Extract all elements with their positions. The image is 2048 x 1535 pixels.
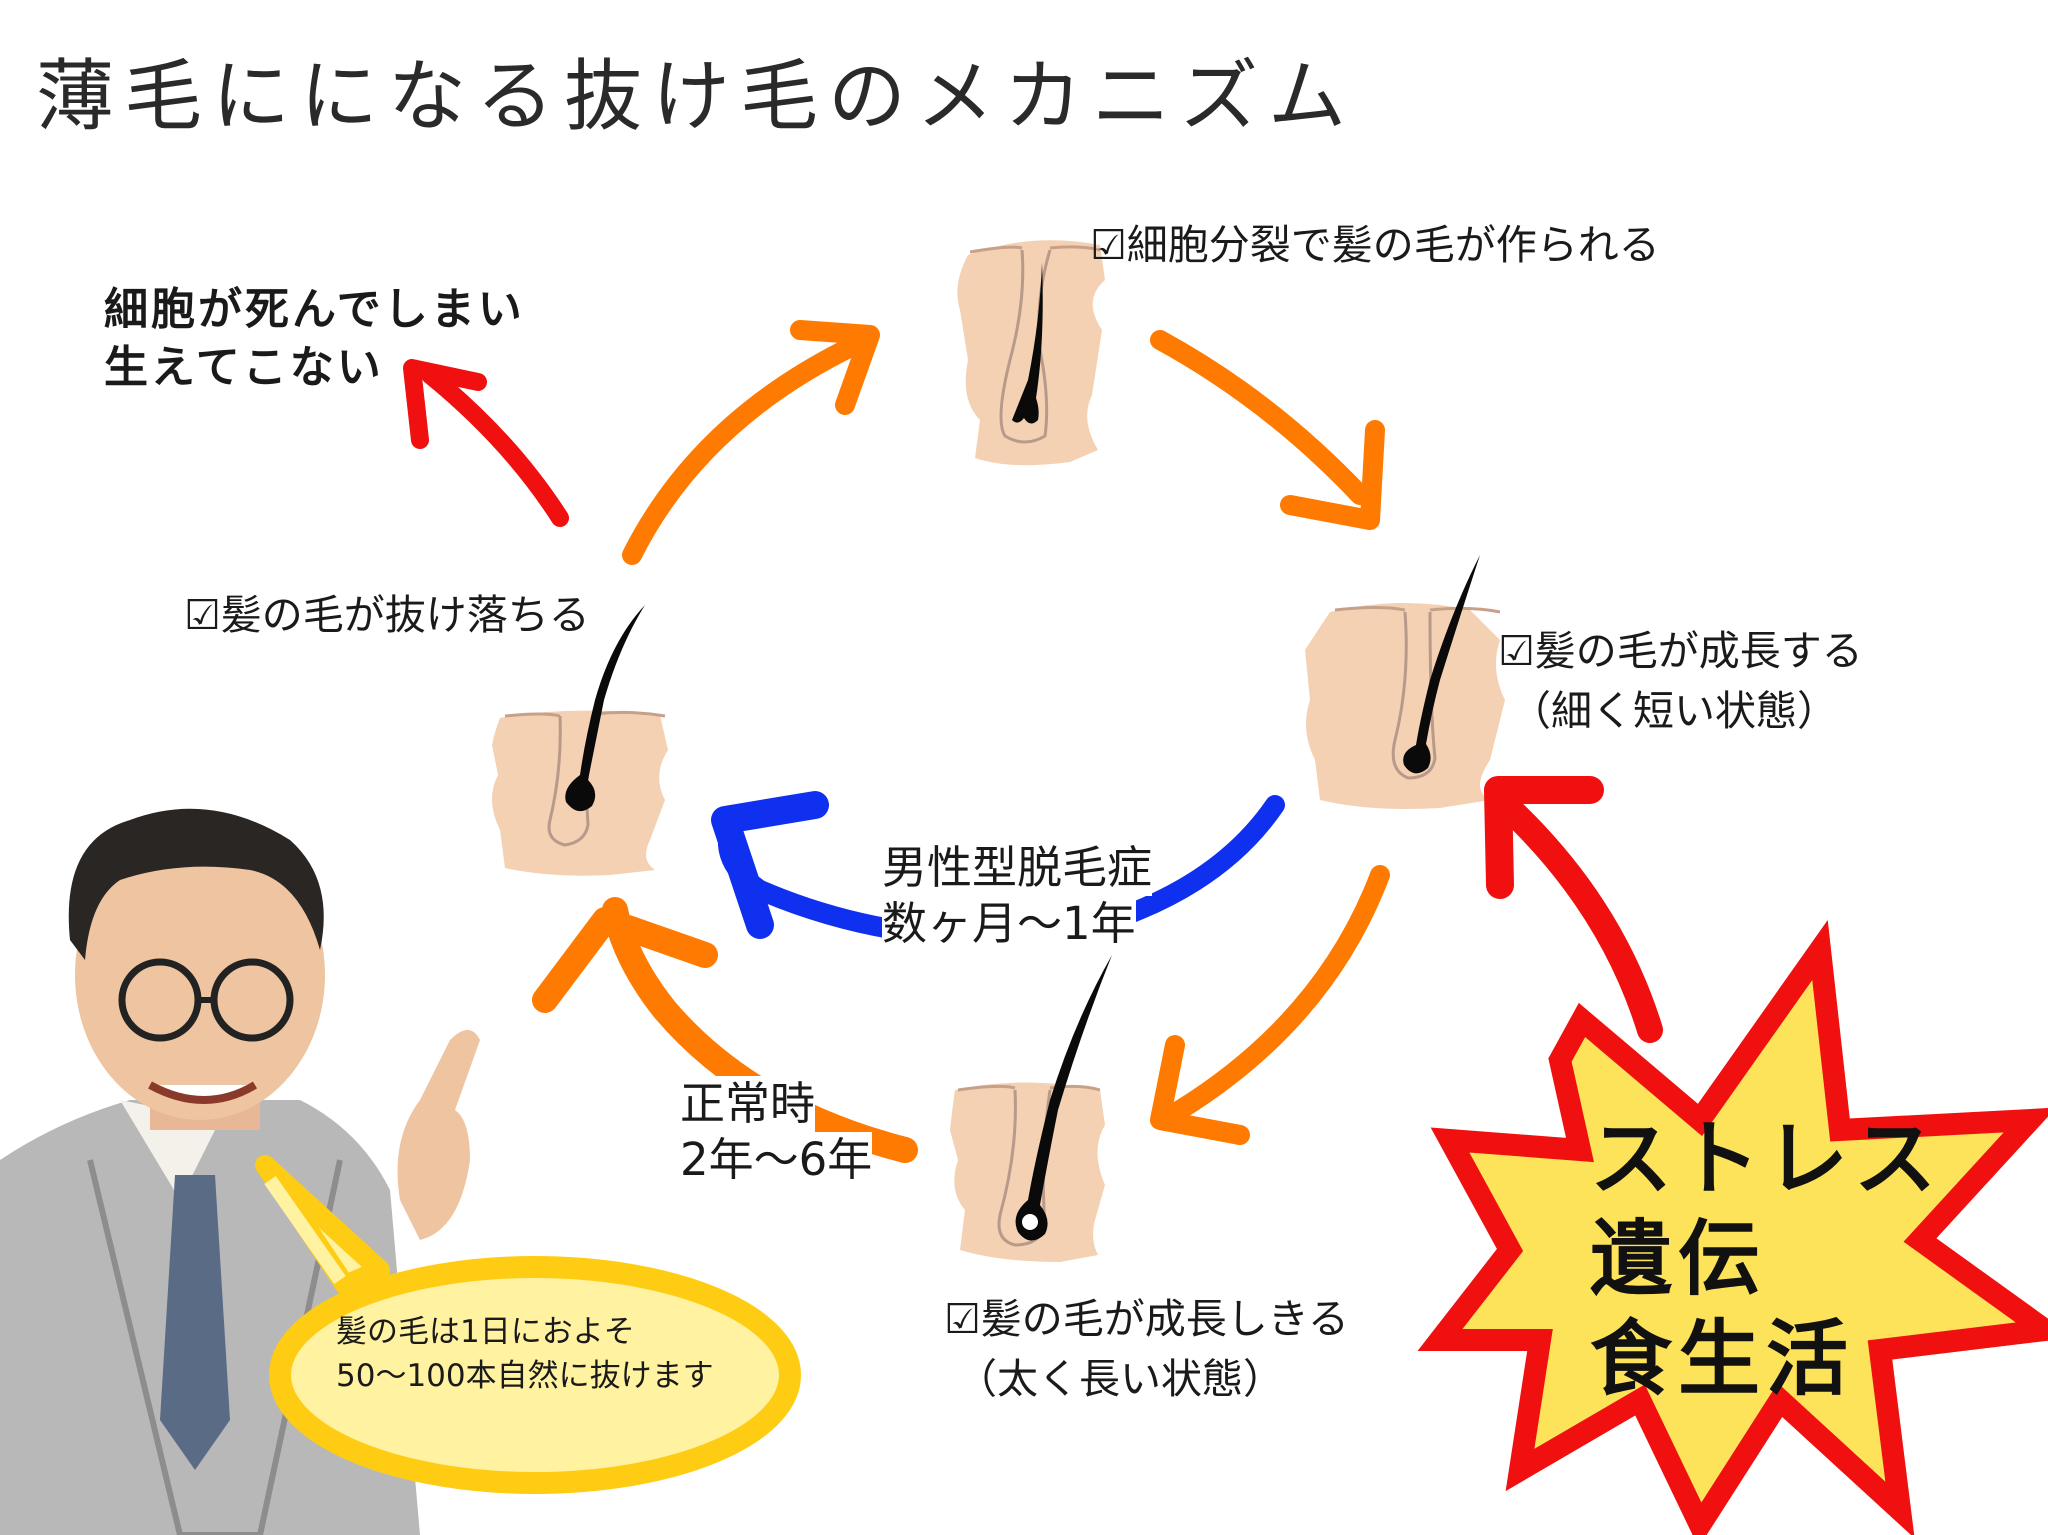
orange-arrows bbox=[532, 320, 1390, 1163]
stage-grown-label-2: （太く長い状態） bbox=[956, 1355, 1284, 1403]
follicle-bottom-illustration bbox=[950, 955, 1112, 1262]
follicle-top-illustration bbox=[957, 240, 1105, 466]
speech-line-1: 髪の毛は1日におよそ bbox=[336, 1314, 635, 1350]
speech-text: 髪の毛は1日におよそ 50〜100本自然に抜けます bbox=[336, 1310, 714, 1398]
normal-cycle-label-1: 正常時 bbox=[680, 1076, 816, 1132]
stage-growing-label-1: ☑髪の毛が成長する bbox=[1498, 627, 1863, 675]
cause-diet: 食生活 bbox=[1590, 1312, 1855, 1407]
follicle-right-illustration bbox=[1305, 555, 1505, 809]
cause-genetics: 遺伝 bbox=[1590, 1212, 1767, 1307]
cause-burst bbox=[1417, 919, 2048, 1535]
causes-list: ストレス 遺伝 食生活 bbox=[1590, 1110, 1942, 1410]
dead-cells-label-2: 生えてこない bbox=[104, 342, 384, 393]
speech-line-2: 50〜100本自然に抜けます bbox=[336, 1358, 714, 1394]
red-arrows bbox=[403, 359, 1663, 1043]
stage-grown-label-1: ☑髪の毛が成長しきる bbox=[944, 1295, 1349, 1343]
follicle-left-illustration bbox=[491, 605, 668, 876]
page-title: 薄毛にになる抜け毛のメカニズム bbox=[36, 52, 1357, 142]
stage-falling-label: ☑髪の毛が抜け落ちる bbox=[184, 591, 590, 639]
aga-cycle-label-2: 数ヶ月〜1年 bbox=[882, 896, 1136, 952]
stage-growing-label-2: （細く短い状態） bbox=[1510, 687, 1838, 735]
dead-cells-label-1: 細胞が死んでしまい bbox=[104, 284, 525, 335]
speech-bubble bbox=[255, 1155, 801, 1494]
normal-cycle-label-2: 2年〜6年 bbox=[680, 1132, 873, 1188]
stage-division-label: ☑細胞分裂で髪の毛が作られる bbox=[1090, 221, 1660, 269]
cause-stress: ストレス bbox=[1590, 1112, 1943, 1207]
aga-cycle-label-1: 男性型脱毛症 bbox=[882, 840, 1153, 896]
